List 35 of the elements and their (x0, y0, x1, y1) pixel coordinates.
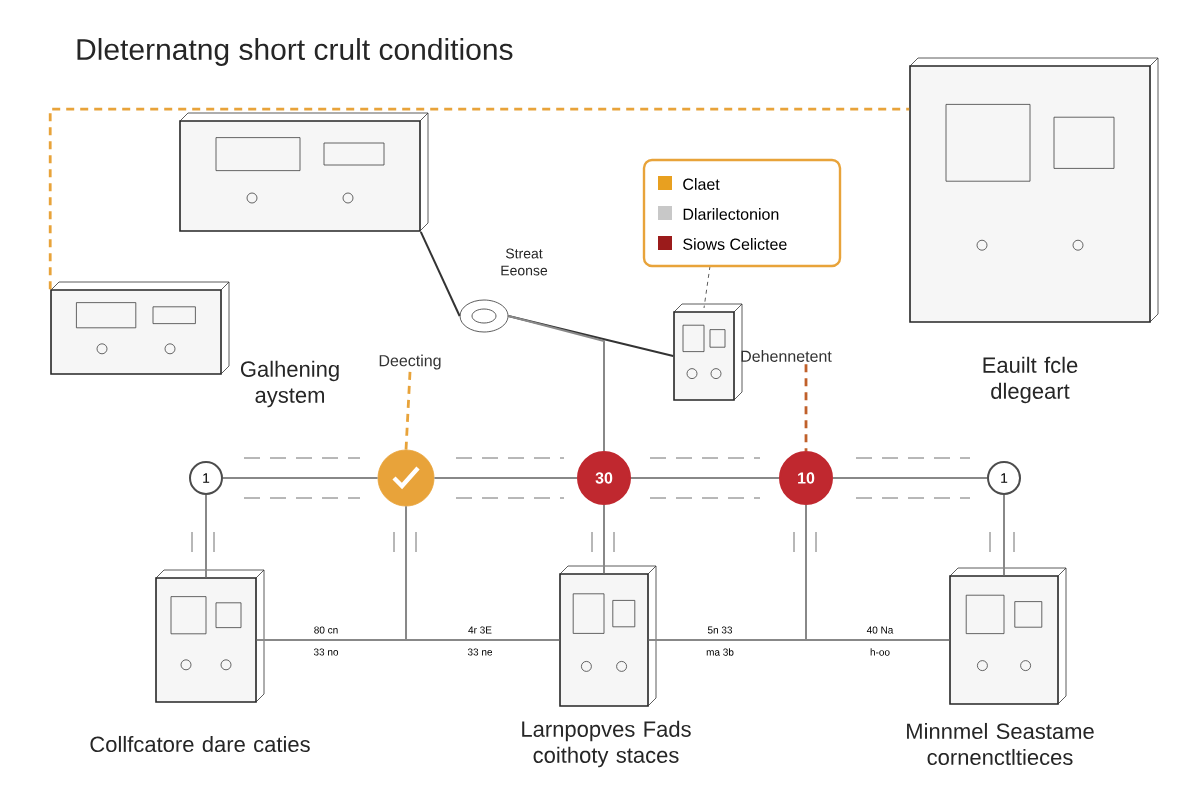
equipment-drawing (949, 567, 1067, 705)
connector-line (805, 504, 951, 641)
connector-line (405, 505, 561, 641)
connector-line (205, 494, 207, 579)
connector-line (603, 504, 605, 575)
equipment-drawing (673, 303, 743, 401)
caption-text: Larnpopves Fads coithoty staces (522, 720, 691, 768)
label-text: Deecting (379, 354, 441, 370)
connector-line (433, 477, 578, 479)
caption-text: Eauilt fcle dlegeart (983, 356, 1078, 404)
caption-text: Collfcatore dare caties (90, 735, 310, 753)
connector-line (419, 230, 461, 317)
equipment-drawing (50, 281, 230, 375)
dashed-connector (404, 371, 412, 450)
caption-text: Galhening aystem (240, 360, 339, 408)
connector-line (507, 315, 675, 357)
connector-line (222, 477, 379, 479)
label-text: Dehennetent (741, 350, 832, 362)
legend-text: Siows Celictee (683, 238, 787, 250)
dashed-connector (804, 364, 808, 451)
connector-line (832, 477, 988, 479)
connector-line (630, 477, 780, 479)
connector-line (507, 315, 605, 452)
equipment-drawing (179, 112, 429, 232)
title: Dleternatng short crult conditions (77, 38, 513, 66)
check-circle (377, 449, 435, 507)
legend-text: Claet (683, 178, 720, 190)
caption-text: Minnmel Seastame cornenctltieces (907, 722, 1094, 766)
legend-text: Dlarilectonion (683, 208, 779, 220)
connector-line (1003, 494, 1005, 577)
equipment-drawing (909, 57, 1159, 323)
dashed-connector (48, 107, 910, 290)
equipment-drawing (559, 565, 657, 707)
sensor-ring (459, 299, 509, 333)
equipment-drawing (155, 569, 265, 703)
